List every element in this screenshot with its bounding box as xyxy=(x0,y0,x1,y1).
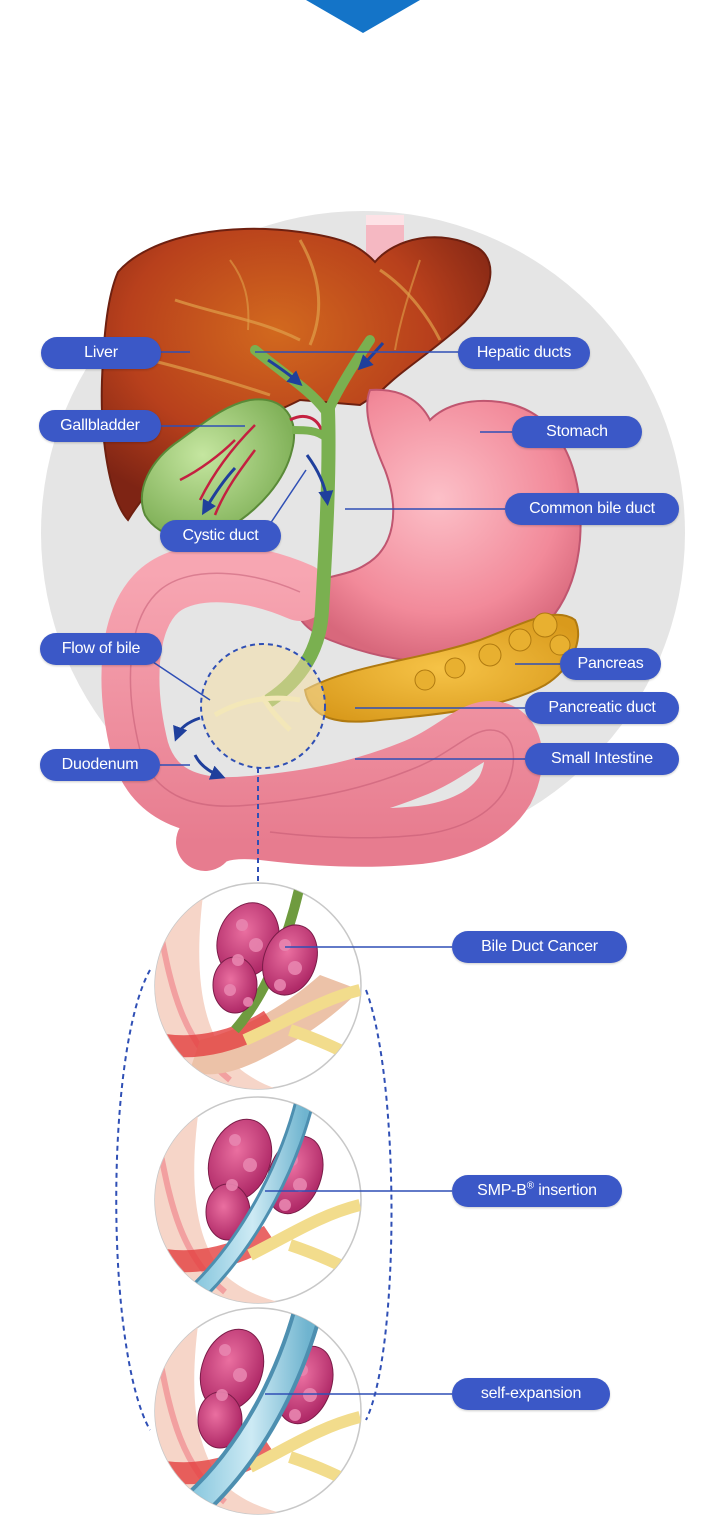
label-self-expansion: self-expansion xyxy=(452,1378,610,1410)
label-duodenum: Duodenum xyxy=(40,749,160,781)
label-liver: Liver xyxy=(41,337,161,369)
top-marker-chevron xyxy=(306,0,420,33)
label-cystic-duct: Cystic duct xyxy=(160,520,281,552)
label-small-intestine: Small Intestine xyxy=(525,743,679,775)
detail-circle-expansion xyxy=(154,1307,362,1515)
label-pancreatic-duct: Pancreatic duct xyxy=(525,692,679,724)
label-bile-duct-cancer: Bile Duct Cancer xyxy=(452,931,627,963)
label-stomach: Stomach xyxy=(512,416,642,448)
detail-circle-cancer xyxy=(154,882,362,1090)
label-common-bile-duct: Common bile duct xyxy=(505,493,679,525)
magnifier-circle xyxy=(200,643,326,769)
label-smp-b-insertion: SMP-B® insertion xyxy=(452,1175,622,1207)
registered-mark: ® xyxy=(526,1180,534,1192)
label-flow-of-bile: Flow of bile xyxy=(40,633,162,665)
detail-capsule xyxy=(115,969,393,1431)
label-pancreas: Pancreas xyxy=(560,648,661,680)
detail-circle-insertion xyxy=(154,1096,362,1304)
smp-b-suffix: insertion xyxy=(533,1182,597,1199)
label-gallbladder: Gallbladder xyxy=(39,410,161,442)
smp-b-prefix: SMP-B xyxy=(477,1182,527,1199)
label-hepatic-ducts: Hepatic ducts xyxy=(458,337,590,369)
